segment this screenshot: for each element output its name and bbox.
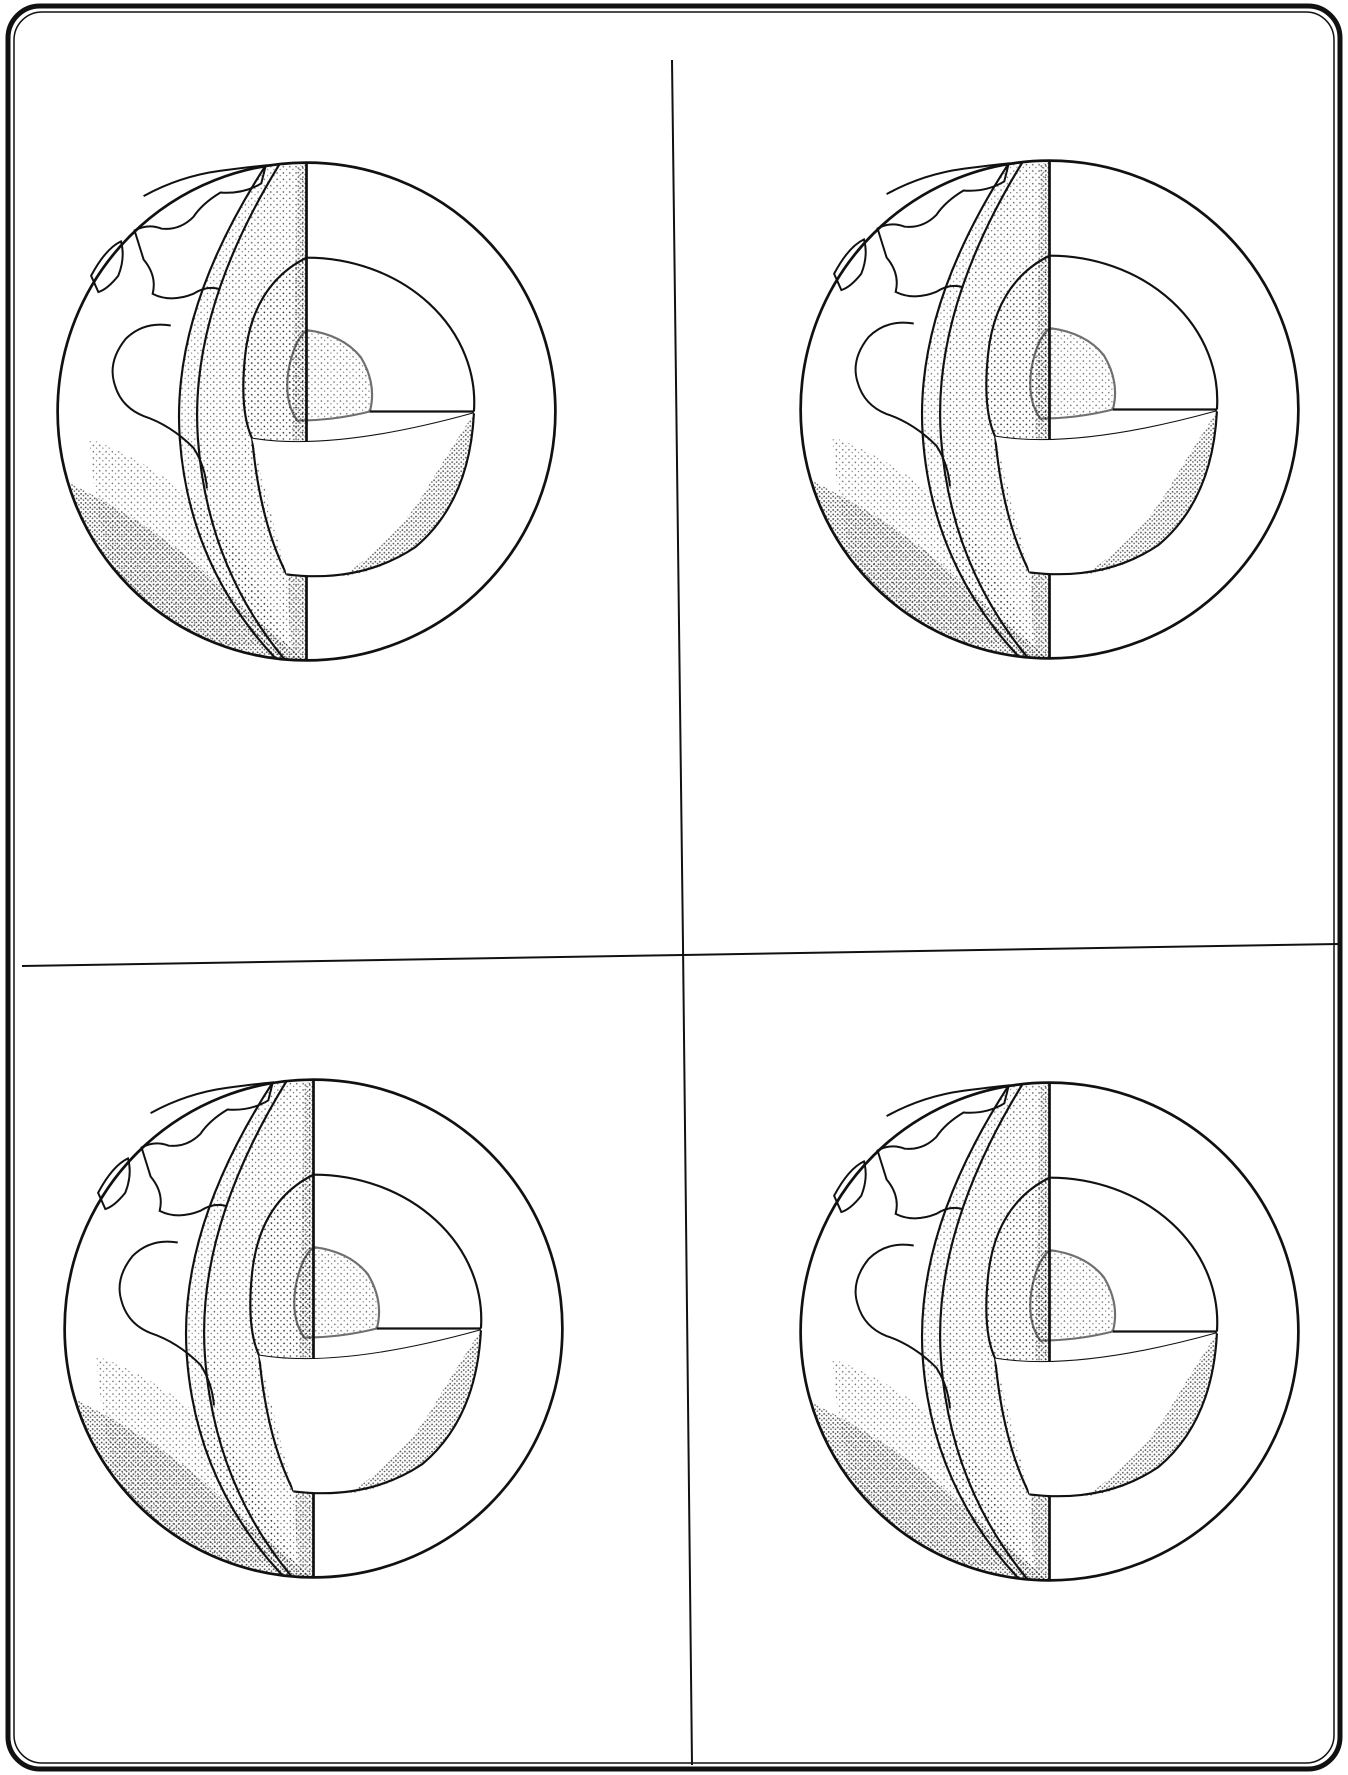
- earth-cutaway-bottom-right: [801, 1083, 1299, 1581]
- earth-cutaway-top-left: [58, 163, 556, 661]
- earth-cutaway-top-right: [801, 161, 1299, 659]
- earth-cutaway-bottom-left: [65, 1080, 563, 1578]
